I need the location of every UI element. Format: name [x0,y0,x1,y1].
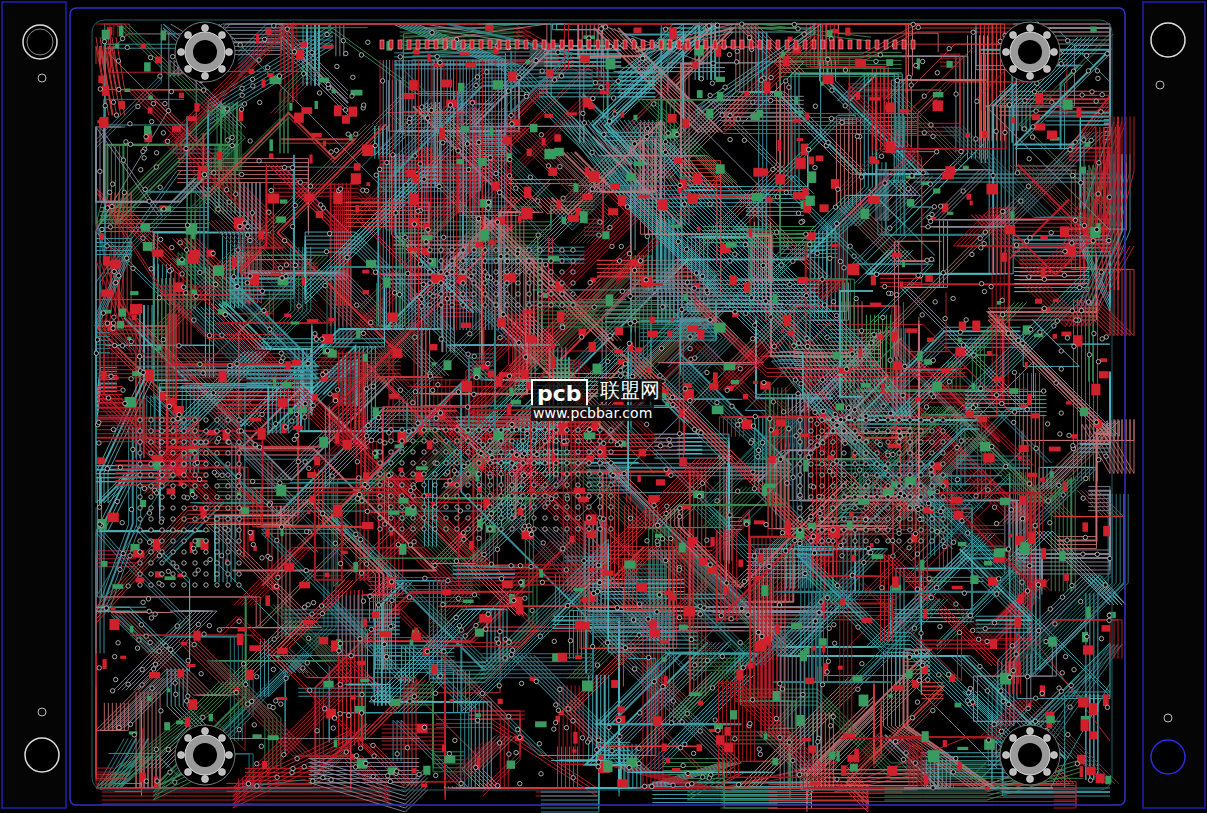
pad [101,289,113,296]
pad [957,747,968,750]
pad [355,205,359,212]
pad [990,639,997,649]
pad [489,239,495,244]
pad [1031,413,1040,418]
pad [1060,226,1069,237]
pad [696,744,702,751]
pad [920,560,924,571]
pad [450,699,454,702]
pad [674,158,682,163]
